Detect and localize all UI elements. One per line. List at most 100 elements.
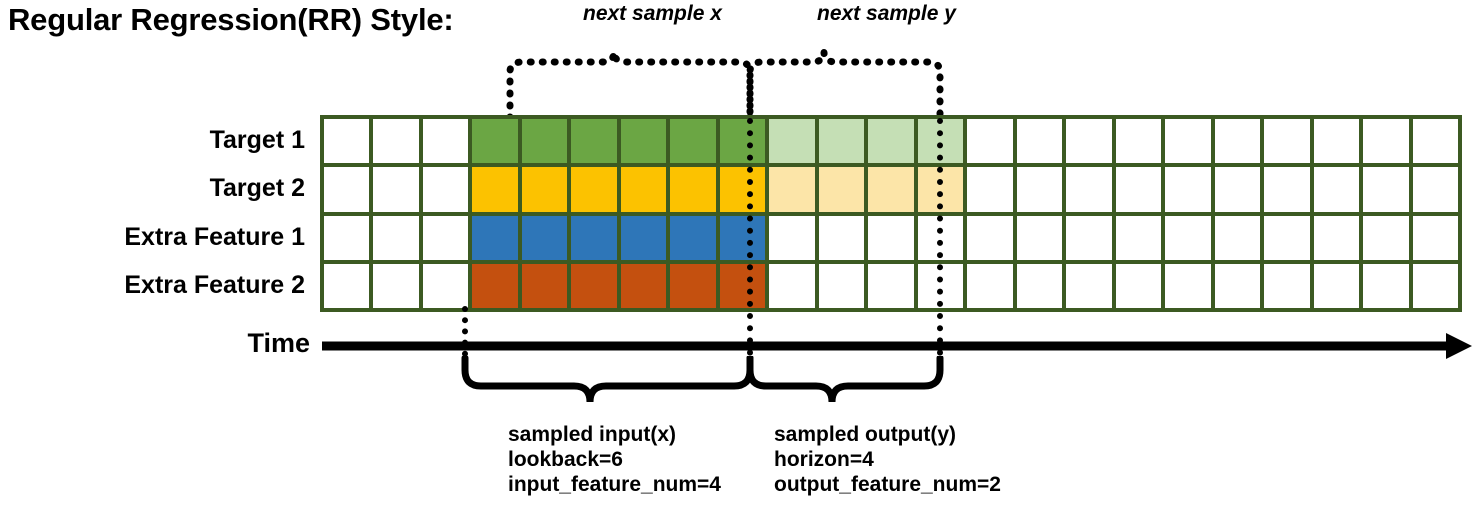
grid-cell-empty: [324, 215, 370, 260]
brace-next-sample-x: [506, 51, 754, 122]
caption-sampled-output: sampled output(y) horizon=4 output_featu…: [774, 423, 1001, 496]
grid-cell-input: [670, 119, 716, 164]
grid-cell-empty: [1412, 167, 1459, 212]
grid-cell-empty: [1363, 215, 1409, 260]
grid-cell-empty: [1016, 119, 1063, 164]
grid-cell-empty: [1313, 167, 1360, 212]
grid-cell-empty: [422, 119, 469, 164]
grid-cell-empty: [1363, 263, 1409, 308]
grid-row: [324, 119, 1459, 164]
grid-cell-input: [571, 215, 617, 260]
grid-cell-input: [620, 215, 667, 260]
grid-cell-empty: [1016, 263, 1063, 308]
grid-cell-empty: [1264, 263, 1310, 308]
row-label-extra-feature-1: Extra Feature 1: [124, 223, 305, 251]
grid-cell-input: [719, 263, 766, 308]
grid-cell-output: [818, 119, 865, 164]
brace-next-sample-y: [746, 51, 944, 122]
row-label-target-1: Target 1: [209, 126, 305, 154]
grid-cell-empty: [1115, 215, 1162, 260]
grid-cell-empty: [1016, 215, 1063, 260]
grid-row: [324, 215, 1459, 260]
grid-cell-empty: [422, 167, 469, 212]
grid-cell-input: [571, 167, 617, 212]
grid-cell-empty: [1066, 263, 1112, 308]
grid-cell-empty: [422, 215, 469, 260]
grid-cell-empty: [1412, 263, 1459, 308]
grid-row: [324, 263, 1459, 308]
grid-cell-empty: [373, 215, 419, 260]
grid-cell-input: [521, 215, 568, 260]
grid-cell-output: [868, 119, 914, 164]
grid-cell-empty: [818, 215, 865, 260]
grid-cell-empty: [1115, 263, 1162, 308]
grid-cell-empty: [324, 263, 370, 308]
divider-output-end: [937, 118, 943, 368]
grid-cell-empty: [373, 119, 419, 164]
grid-cell-empty: [1214, 215, 1261, 260]
grid-cell-empty: [1412, 215, 1459, 260]
grid-cell-input: [620, 263, 667, 308]
grid-cell-output: [769, 167, 815, 212]
grid-cell-empty: [967, 215, 1013, 260]
grid-cell-output: [818, 167, 865, 212]
grid-cell-empty: [373, 167, 419, 212]
bottom-brace-group: [461, 356, 944, 403]
grid-cell-input: [620, 119, 667, 164]
grid-cell-input: [472, 263, 518, 308]
page-title: Regular Regression(RR) Style:: [8, 2, 454, 37]
grid-cell-input: [521, 263, 568, 308]
grid-cell-input: [571, 263, 617, 308]
grid-cell-empty: [769, 215, 815, 260]
grid-cell-input: [719, 215, 766, 260]
grid-cell-input: [521, 167, 568, 212]
grid-cell-empty: [1165, 263, 1211, 308]
grid-cell-empty: [1412, 119, 1459, 164]
brace-sampled-input: [461, 356, 754, 403]
grid-cell-input: [620, 167, 667, 212]
row-label-target-2: Target 2: [209, 174, 305, 202]
grid-cell-empty: [1264, 215, 1310, 260]
grid-cell-empty: [1066, 215, 1112, 260]
grid-cell-input: [670, 167, 716, 212]
grid-cell-empty: [1363, 167, 1409, 212]
grid-cell-empty: [1115, 119, 1162, 164]
annotation-next-sample-y: next sample y: [817, 2, 956, 25]
grid-cell-empty: [1313, 119, 1360, 164]
grid-cell-empty: [769, 263, 815, 308]
grid-cell-empty: [967, 167, 1013, 212]
divider-input-start: [462, 306, 468, 368]
grid-cell-input: [719, 119, 766, 164]
grid-cell-input: [472, 215, 518, 260]
grid-cell-empty: [1313, 215, 1360, 260]
grid-cell-empty: [967, 263, 1013, 308]
grid-cell-input: [521, 119, 568, 164]
top-brace-group: [506, 51, 944, 122]
grid-cell-empty: [818, 263, 865, 308]
grid-cell-input: [719, 167, 766, 212]
grid-cell-empty: [1165, 167, 1211, 212]
grid-cell-empty: [1363, 119, 1409, 164]
divider-input-output: [747, 118, 753, 368]
annotation-next-sample-x: next sample x: [583, 2, 722, 25]
grid-cell-empty: [868, 263, 914, 308]
grid-cell-input: [472, 119, 518, 164]
grid-cell-input: [571, 119, 617, 164]
grid-cell-empty: [324, 119, 370, 164]
grid-cell-empty: [1264, 119, 1310, 164]
grid-cell-empty: [1264, 167, 1310, 212]
grid-cell-empty: [1165, 119, 1211, 164]
grid-cell-empty: [1066, 167, 1112, 212]
grid-cell-empty: [1214, 119, 1261, 164]
grid-cell-empty: [1214, 263, 1261, 308]
time-axis-arrow: [322, 333, 1472, 359]
grid-cell-empty: [967, 119, 1013, 164]
grid-cell-input: [472, 167, 518, 212]
brace-sampled-output: [746, 356, 944, 403]
grid-cell-input: [670, 263, 716, 308]
grid-cell-empty: [1115, 167, 1162, 212]
grid-cell-empty: [324, 167, 370, 212]
grid-cell-input: [670, 215, 716, 260]
grid-cell-empty: [1165, 215, 1211, 260]
